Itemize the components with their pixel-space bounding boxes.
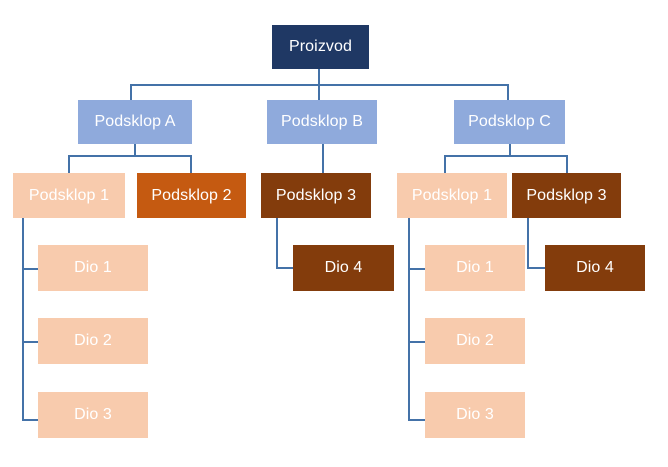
node-label: Dio 1 [456,259,494,276]
connector-right-part-1 [408,268,426,270]
connector-right-dio4-stub [527,267,545,269]
node-dio-1-left[interactable]: Dio 1 [38,245,148,291]
node-dio-4-middle[interactable]: Dio 4 [293,245,394,291]
node-label: Podsklop 3 [275,186,357,204]
node-dio-3-right[interactable]: Dio 3 [425,392,525,438]
node-podsklop-b[interactable]: Podsklop B [267,100,377,144]
connector-left-part-3 [22,419,40,421]
node-podsklop-1-left[interactable]: Podsklop 1 [13,173,125,218]
connector-middle-dio4-spine [276,218,278,268]
connector-c-bus [444,155,568,157]
connector-c-drop-left [444,155,446,173]
node-label: Podsklop 1 [411,186,493,204]
connector-left-part-1 [22,268,40,270]
node-podsklop-1-right[interactable]: Podsklop 1 [397,173,507,218]
node-label: Dio 4 [576,259,614,276]
node-podsklop-2[interactable]: Podsklop 2 [137,173,246,218]
node-label: Dio 3 [456,406,494,423]
connector-a-bus [68,155,192,157]
connector-right-parts-spine [408,218,410,420]
node-label: Podsklop 1 [28,186,110,204]
node-label: Podsklop A [94,113,176,130]
connector-right-part-2 [408,341,426,343]
node-dio-3-left[interactable]: Dio 3 [38,392,148,438]
connector-right-dio4-spine [527,218,529,268]
node-label: Dio 3 [74,406,112,423]
connector-a-stem [134,143,136,156]
node-label: Podsklop 3 [526,186,607,204]
connector-left-parts-spine [22,218,24,420]
node-dio-2-left[interactable]: Dio 2 [38,318,148,364]
node-dio-1-right[interactable]: Dio 1 [425,245,525,291]
node-label: Podsklop 2 [151,186,232,204]
node-label: Dio 1 [74,259,112,276]
node-label: Dio 2 [456,332,494,349]
node-label: Podsklop C [468,113,551,130]
connector-a-drop-left [68,155,70,173]
connector-right-part-3 [408,419,426,421]
connector-left-part-2 [22,341,40,343]
node-dio-4-right[interactable]: Dio 4 [545,245,645,291]
connector-c-drop-right [566,155,568,173]
connector-drop-podsklop-a [130,84,132,101]
node-label: Proizvod [288,38,353,55]
connector-middle-dio4-stub [276,267,294,269]
node-podsklop-a[interactable]: Podsklop A [78,100,192,144]
node-label: Dio 2 [74,332,112,349]
connector-a-drop-right [190,155,192,173]
node-proizvod[interactable]: Proizvod [272,25,369,69]
node-podsklop-3-middle[interactable]: Podsklop 3 [261,173,371,218]
node-podsklop-c[interactable]: Podsklop C [454,100,565,144]
connector-drop-podsklop-c [507,84,509,101]
connector-c-stem [509,143,511,156]
node-label: Podsklop B [281,113,363,130]
node-label: Dio 4 [324,259,363,276]
node-podsklop-3-right[interactable]: Podsklop 3 [512,173,621,218]
connector-root-stem [318,68,320,85]
connector-b-stem [322,143,324,173]
node-dio-2-right[interactable]: Dio 2 [425,318,525,364]
connector-drop-podsklop-b [318,84,320,101]
